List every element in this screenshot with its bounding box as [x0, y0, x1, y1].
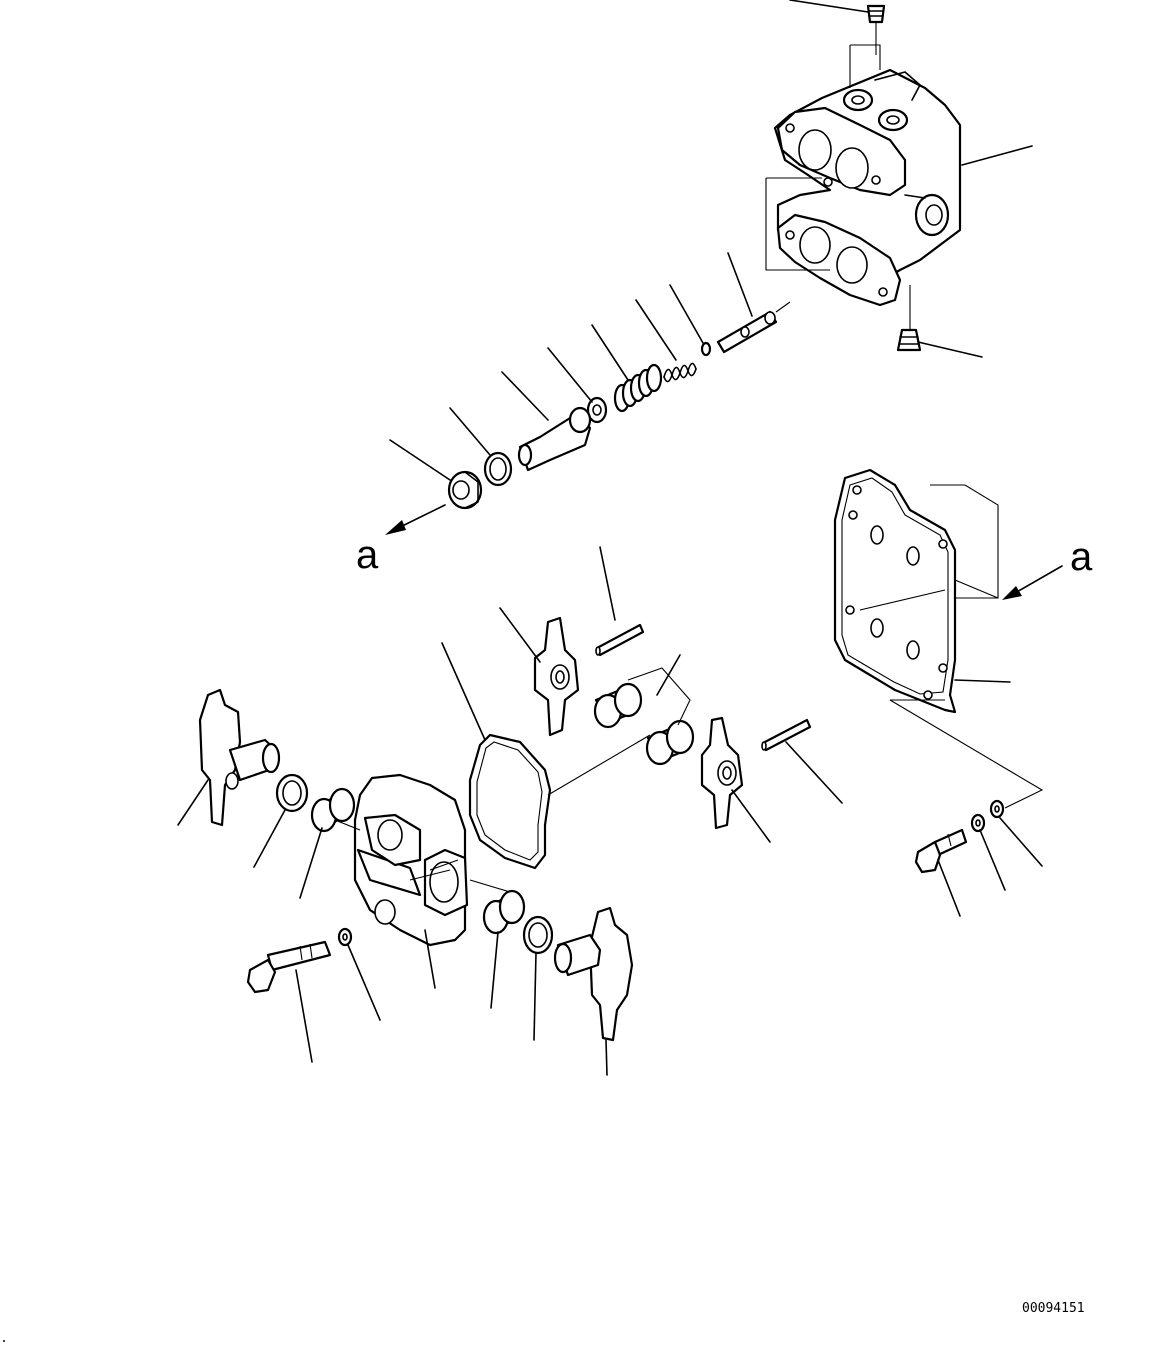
corner-dot — [3, 1340, 5, 1342]
inner-spring — [663, 362, 697, 383]
handle-left — [198, 688, 281, 827]
seal-ring — [483, 451, 513, 487]
plug-bottom — [896, 285, 922, 352]
o-ring-gasket — [468, 733, 552, 870]
view-arrow-left: a — [356, 504, 446, 577]
pin-upper — [595, 623, 645, 657]
bush-right — [482, 889, 526, 935]
seal-right — [522, 915, 554, 955]
plug-top — [866, 4, 886, 55]
bolt-right — [914, 828, 968, 874]
washer-right-2 — [989, 799, 1005, 819]
spool — [716, 301, 791, 354]
figure-code: 00094151 — [1022, 1301, 1085, 1316]
washer-right-1 — [970, 813, 986, 833]
handle-right — [553, 906, 634, 1042]
bushing — [447, 470, 483, 510]
pin-right — [761, 718, 812, 752]
valve-body — [765, 44, 962, 307]
housing — [329, 773, 511, 947]
assembly-guide-lines — [429, 699, 1044, 871]
piston — [517, 406, 592, 472]
small-ring — [700, 341, 712, 357]
lever-upper — [533, 616, 580, 737]
lever-right — [700, 716, 744, 830]
view-label-right: a — [1070, 535, 1093, 579]
bushing-pair — [593, 667, 695, 766]
bolt-left — [246, 940, 332, 994]
retainer — [586, 396, 608, 424]
leader-lines — [177, 0, 1043, 1076]
outer-spring — [613, 363, 663, 413]
washer-left — [337, 927, 353, 947]
seal-left — [275, 773, 309, 813]
bush-left — [310, 787, 356, 833]
view-label-left: a — [356, 533, 379, 577]
view-arrow-right: a — [1002, 535, 1093, 600]
gasket-plate — [833, 468, 999, 714]
